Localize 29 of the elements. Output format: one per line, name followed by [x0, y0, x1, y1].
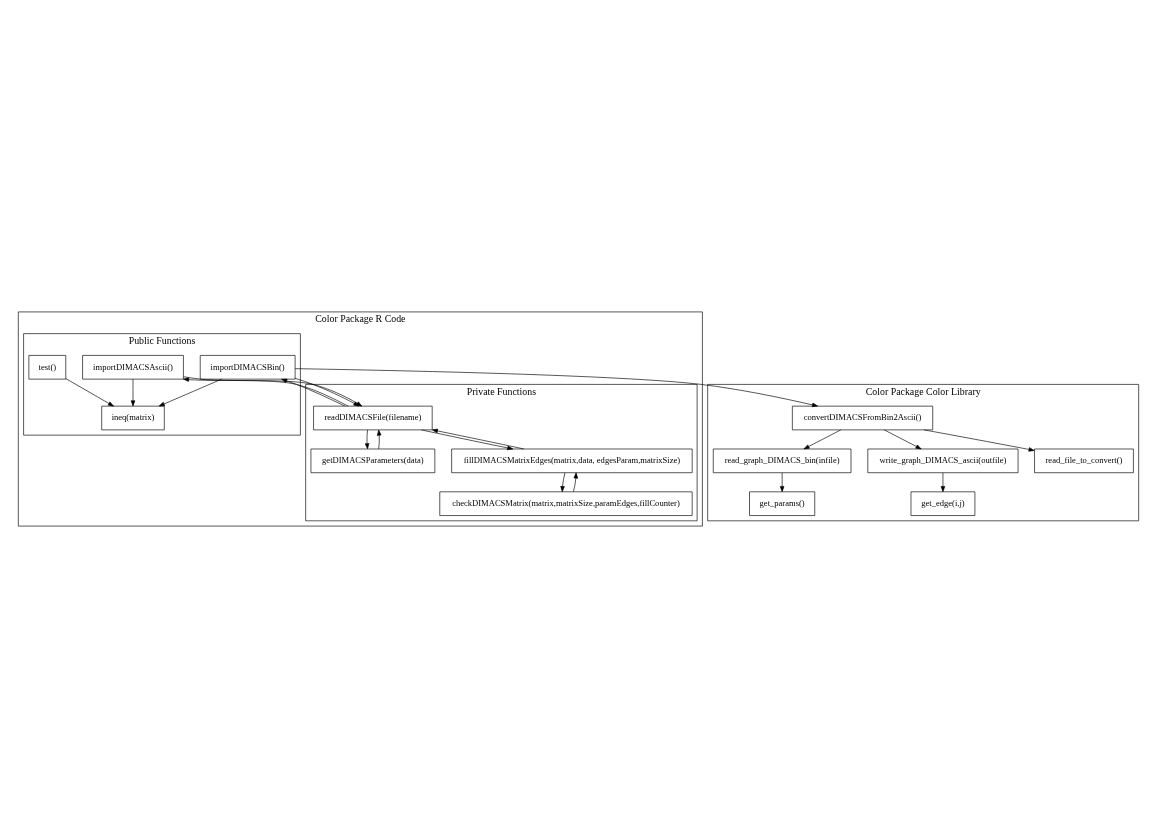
node-box: get_params()	[749, 491, 816, 516]
arrow	[560, 472, 566, 493]
arrow	[130, 378, 136, 407]
arrow	[65, 378, 114, 407]
node-box: read_graph_DIMACS_bin(infile)	[712, 448, 852, 474]
arrow	[431, 428, 525, 450]
node-box: readDIMACSFile(filename)	[313, 405, 433, 431]
node-box: read_file_to_convert()	[1034, 448, 1134, 474]
node-box: fillDIMACSMatrixEdges(matrix,data, edgesParam,matrixSize)	[451, 448, 693, 474]
node-box: convertDIMACSFromBin2Ascii()	[792, 405, 934, 431]
arrow	[158, 378, 222, 407]
arrow	[294, 368, 818, 408]
arrow	[940, 472, 946, 493]
node-box: get_edge(i,j)	[910, 491, 976, 516]
arrow	[377, 429, 382, 450]
arrow	[779, 472, 785, 493]
node-box: importDIMACSBin()	[199, 355, 296, 380]
node-box: write_graph_DIMACS_ascii(outfile)	[867, 448, 1019, 474]
node-box: test()	[28, 355, 67, 380]
node-box: getDIMACSParameters(data)	[310, 448, 436, 474]
arrow	[923, 429, 1035, 452]
arrow	[294, 378, 360, 407]
node-box: ineq(matrix)	[101, 405, 165, 431]
arrow	[281, 378, 346, 407]
node-box: importDIMACSAscii()	[82, 355, 184, 380]
node-box: checkDIMACSMatrix(matrix,matrixSize,paramEdges,fillCounter)	[439, 491, 693, 516]
arrow	[421, 429, 514, 451]
arrow	[573, 472, 578, 493]
arrow	[364, 429, 370, 450]
